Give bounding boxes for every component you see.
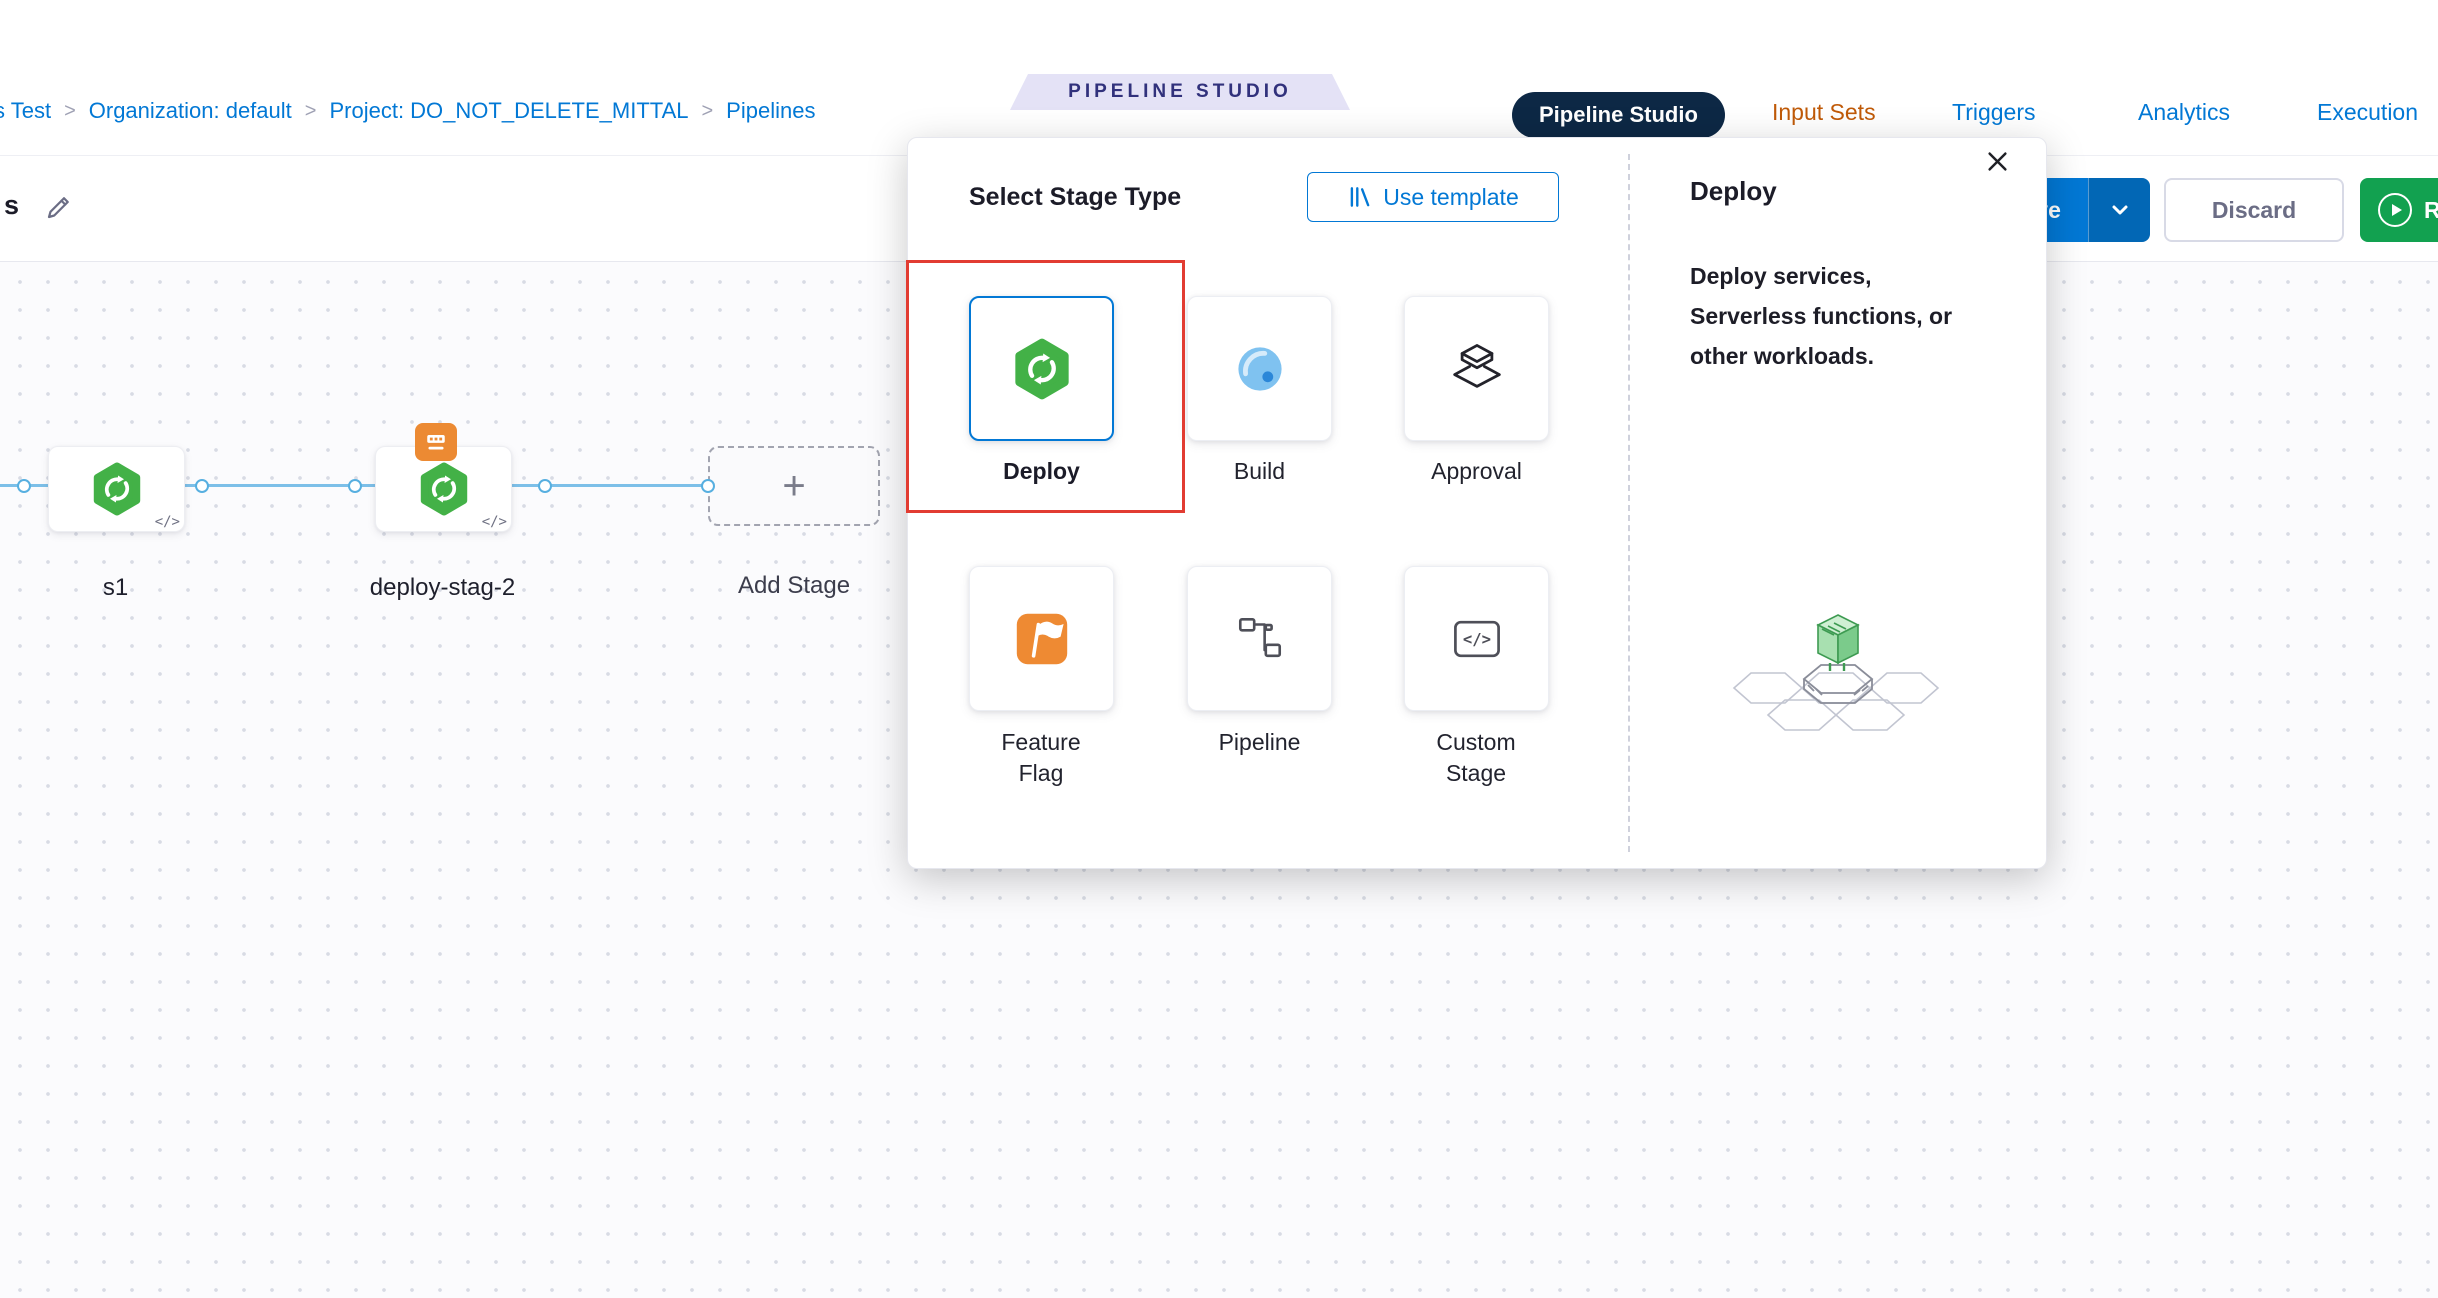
breadcrumb-item-account[interactable]: s Test [0,98,52,123]
play-icon [2378,193,2412,227]
modal-title: Select Stage Type [969,183,1182,211]
stage-type-card-build[interactable] [1187,296,1332,441]
connector-port [17,479,31,493]
use-template-label: Use template [1383,183,1519,210]
stage-type-card-custom[interactable]: </> [1404,566,1549,711]
tab-input-sets[interactable]: Input Sets [1772,99,1876,125]
stage-type-card-approval[interactable] [1404,296,1549,441]
tab-execution-history[interactable]: Execution [2317,99,2419,125]
modal-divider [1628,154,1630,852]
stage-name-label: deploy-stag-2 [369,574,516,601]
run-button[interactable]: Run [2360,178,2438,242]
yaml-code-badge: </> [481,514,507,530]
chevron-down-icon [2112,205,2127,215]
stage-type-card-feature-flag[interactable] [969,566,1114,711]
breadcrumb-item-organization[interactable]: Organization: default [88,98,292,123]
stage-type-label-approval: Approval [1431,458,1522,484]
stage-node-deploy-stag-2[interactable]: </> [375,446,512,532]
detail-panel-description: Deploy services, Serverless functions, o… [1690,263,1953,369]
approval-stamp-icon [1452,343,1501,388]
deploy-illustration [1708,593,1958,758]
cd-hexagon-icon [93,462,140,516]
select-stage-type-modal: Select Stage Type Use template [907,137,2047,869]
custom-stage-icon: </> [1453,620,1500,657]
connector-port [348,479,362,493]
discard-button[interactable]: Discard [2164,178,2344,242]
stage-type-label-pipeline: Pipeline [1218,729,1301,755]
edit-pipeline-name-button[interactable] [42,190,76,224]
pipeline-studio-pill-label: Pipeline Studio [1539,102,1698,127]
breadcrumb-separator: > [64,99,76,122]
tab-analytics[interactable]: Analytics [2138,99,2231,125]
breadcrumb: s Test > Organization: default > Project… [0,98,815,124]
add-stage-label: Add Stage [737,572,851,599]
detail-panel-title: Deploy [1690,176,1777,206]
connector-port [195,479,209,493]
breadcrumb-item-project[interactable]: Project: DO_NOT_DELETE_MITTAL [329,98,689,123]
tab-triggers[interactable]: Triggers [1952,99,2036,125]
stage-type-card-pipeline[interactable] [1187,566,1332,711]
close-modal-button[interactable] [1976,140,2018,182]
save-dropdown-button[interactable] [2088,178,2150,242]
pipeline-studio-ribbon: PIPELINE STUDIO [1010,74,1350,110]
pencil-icon [47,197,69,219]
connector-port [538,479,552,493]
stage-type-label-build: Build [1233,458,1286,484]
use-template-button[interactable]: Use template [1307,172,1559,222]
stage-type-label-custom-stage: Custom Stage [1436,729,1516,786]
cd-hexagon-icon [420,462,467,516]
close-icon [1987,151,2007,171]
yaml-code-badge: </> [154,514,180,530]
pipeline-chain-icon [1238,617,1281,657]
pipeline-name: s [4,190,20,220]
ribbon-label: PIPELINE STUDIO [1068,81,1292,102]
pipeline-studio-pill[interactable]: Pipeline Studio [1512,92,1725,138]
plus-icon: + [782,463,806,508]
connector-port [701,479,715,493]
ci-circle-icon [1237,346,1282,391]
stage-template-badge-icon [415,423,457,461]
run-button-label: Run [2424,196,2438,223]
breadcrumb-item-pipelines[interactable]: Pipelines [726,98,816,123]
stage-name-label: s1 [102,574,129,601]
feature-flag-icon [1016,613,1067,664]
add-stage-button[interactable]: + [708,446,880,526]
stage-node-s1[interactable]: </> [48,446,185,532]
breadcrumb-separator: > [304,99,317,122]
template-library-icon [1350,187,1370,207]
cd-hexagon-icon [1014,338,1069,399]
breadcrumb-separator: > [701,99,714,122]
stage-type-label-feature-flag: Feature Flag [1001,729,1081,786]
stage-type-card-deploy[interactable] [969,296,1114,441]
svg-text:</>: </> [1462,630,1490,648]
stage-type-label-deploy: Deploy [1003,458,1080,484]
